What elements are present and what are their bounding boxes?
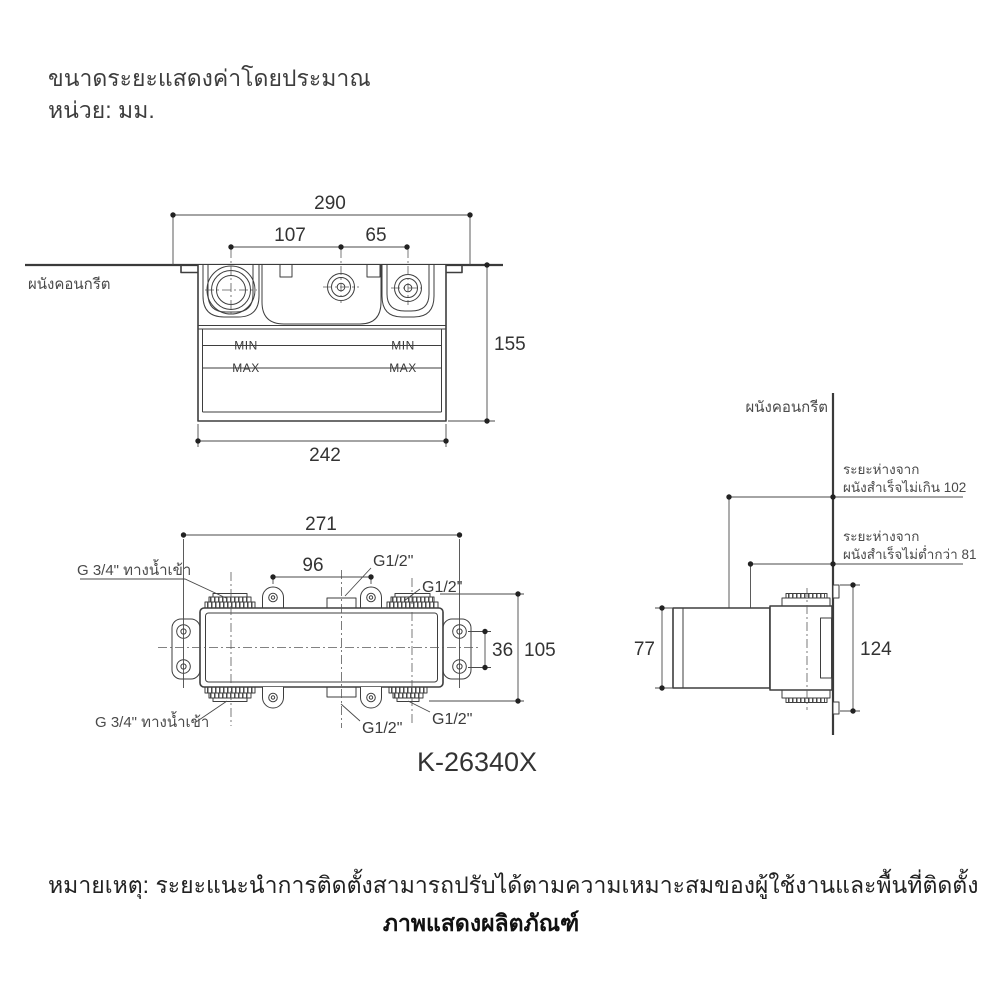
dim-242: 242 (309, 445, 341, 466)
top-view: ผนังคอนกรีต (25, 193, 526, 466)
label-outlet-center-bottom: G1/2" (362, 720, 402, 737)
front-view-top-ports (204, 586, 439, 609)
top-view-flange (180, 265, 463, 274)
top-view-tabs (279, 265, 381, 278)
top-view-body-lines (198, 325, 446, 413)
model-number: K-26340X (417, 747, 537, 777)
note-max-line1: ระยะห่างจาก (843, 462, 919, 477)
dim-96: 96 (302, 555, 323, 576)
dim-124: 124 (860, 639, 892, 660)
label-inlet-bottom: G 3/4" ทางน้ำเข้า (95, 711, 209, 731)
header-units: หน่วย: มม. (48, 97, 155, 123)
max-label-left: MAX (232, 361, 260, 375)
dim-36: 36 (492, 640, 513, 661)
side-view-valve-body (769, 593, 833, 703)
footer-note: หมายเหตุ: ระยะแนะนำการติดตั้งสามารถปรับไ… (48, 869, 978, 899)
footer-caption: ภาพแสดงผลิตภัณฑ์ (383, 910, 579, 936)
dim-290: 290 (314, 193, 346, 214)
front-view-bottom-ports (204, 686, 428, 709)
note-max-line2: ผนังสำเร็จไม่เกิน 102 (843, 478, 966, 495)
dimension-endpoint-dots (170, 212, 856, 714)
dim-65: 65 (365, 225, 386, 246)
min-label-right: MIN (391, 339, 415, 353)
dim-271: 271 (305, 514, 337, 535)
side-view-pipe (672, 607, 771, 689)
side-view-wall-label: ผนังคอนกรีต (745, 399, 828, 416)
top-view-centerlines (205, 249, 425, 314)
max-label-right: MAX (389, 361, 417, 375)
top-view-dim-lines (172, 214, 495, 447)
side-view-anchor-bottom (832, 701, 840, 715)
side-view: ผนังคอนกรีต ระยะห่างจาก ผนังสำเร็จไม่เกิ… (634, 393, 976, 735)
front-view: 271 96 36 105 G 3/4" ทางน้ำเข้า G1/2" G1… (77, 514, 556, 737)
top-view-wall-label: ผนังคอนกรีต (28, 276, 111, 293)
note-min-line2: ผนังสำเร็จไม่ต่ำกว่า 81 (843, 545, 976, 562)
label-inlet-top: G 3/4" ทางน้ำเข้า (77, 559, 191, 579)
front-view-body (199, 607, 444, 688)
label-outlet-right-top: G1/2" (422, 579, 462, 596)
dim-105: 105 (524, 640, 556, 661)
dim-77: 77 (634, 639, 655, 660)
top-view-body (197, 265, 447, 422)
note-min-line1: ระยะห่างจาก (843, 529, 919, 544)
side-view-anchor-top (832, 584, 840, 599)
dim-107: 107 (274, 225, 306, 246)
header: ขนาดระยะแสดงค่าโดยประมาณ หน่วย: มม. (48, 65, 371, 123)
front-view-dim-lines (183, 534, 524, 702)
label-outlet-right-bottom: G1/2" (432, 711, 472, 728)
top-view-recess (261, 265, 382, 325)
front-view-centerlines (158, 570, 478, 728)
min-max-lines (202, 345, 442, 369)
dim-155: 155 (494, 334, 526, 355)
footer: หมายเหตุ: ระยะแนะนำการติดตั้งสามารถปรับไ… (48, 869, 978, 936)
label-outlet-center-top: G1/2" (373, 553, 413, 570)
min-label-left: MIN (234, 339, 258, 353)
header-title: ขนาดระยะแสดงค่าโดยประมาณ (48, 65, 371, 91)
front-view-leader-lines (80, 567, 431, 723)
side-view-note-lines (729, 496, 963, 565)
